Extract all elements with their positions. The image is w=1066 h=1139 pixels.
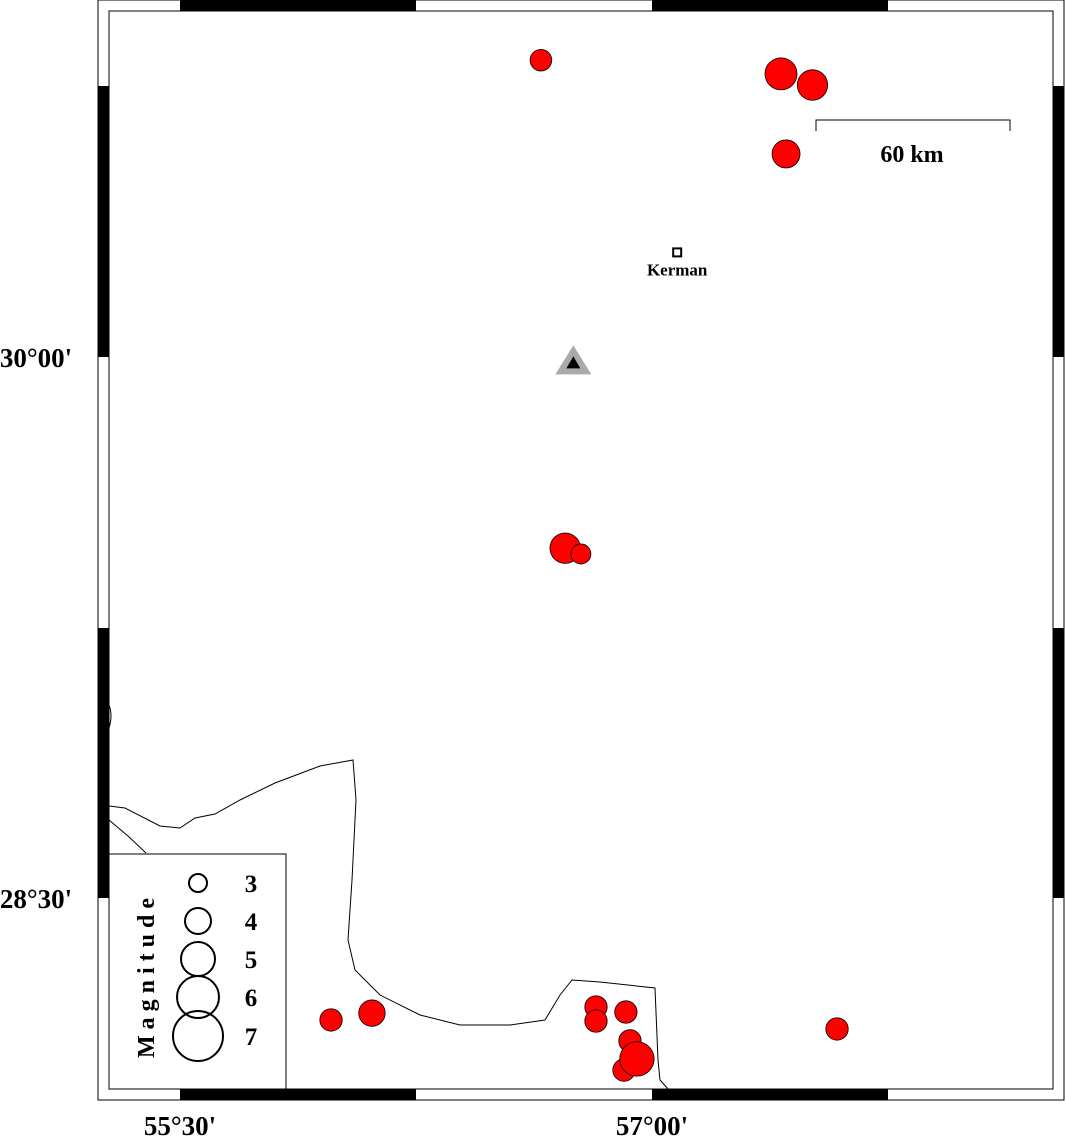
scale-bar: 60 km [815, 119, 1011, 168]
city-label: Kerman [647, 260, 708, 279]
legend-label: 6 [245, 985, 258, 1012]
legend-label: 4 [245, 909, 258, 936]
coastline [108, 759, 669, 1090]
earthquake-event [358, 999, 386, 1027]
legend-title: Magnitude [134, 892, 160, 1058]
x-tick-label: 57°00' [616, 1111, 688, 1139]
earthquake-event [764, 57, 798, 91]
earthquake-event [319, 1008, 343, 1032]
legend-label: 5 [245, 947, 258, 974]
earthquake-event [825, 1017, 849, 1041]
legend-label: 7 [245, 1024, 258, 1051]
city-kerman: Kerman [647, 247, 708, 279]
y-tick-label: 30°00' [0, 343, 72, 373]
city-square-icon [672, 247, 683, 258]
legend-circle-icon [172, 1010, 224, 1062]
legend-label: 3 [245, 871, 258, 898]
station-inner-triangle-icon [566, 356, 581, 369]
legend-circle-icon [176, 975, 220, 1019]
earthquake-event [584, 1009, 608, 1033]
legend-circle-icon [184, 907, 212, 935]
earthquake-event [771, 139, 801, 169]
earthquake-event [570, 543, 592, 565]
border-line [108, 819, 147, 854]
y-tick-label: 28°30' [0, 884, 72, 914]
earthquake-events [319, 48, 849, 1082]
earthquake-event [529, 48, 553, 72]
earthquake-event [614, 1000, 638, 1024]
earthquake-event [619, 1041, 655, 1077]
legend-circle-icon [188, 873, 208, 893]
x-tick-label: 55°30' [144, 1111, 216, 1139]
earthquake-event [796, 69, 829, 101]
magnitude-legend: Magnitude 3 4 5 6 7 [108, 853, 287, 1090]
station-marker [555, 345, 592, 375]
scale-bar-label: 60 km [880, 142, 943, 168]
coast-fragment [108, 704, 112, 729]
